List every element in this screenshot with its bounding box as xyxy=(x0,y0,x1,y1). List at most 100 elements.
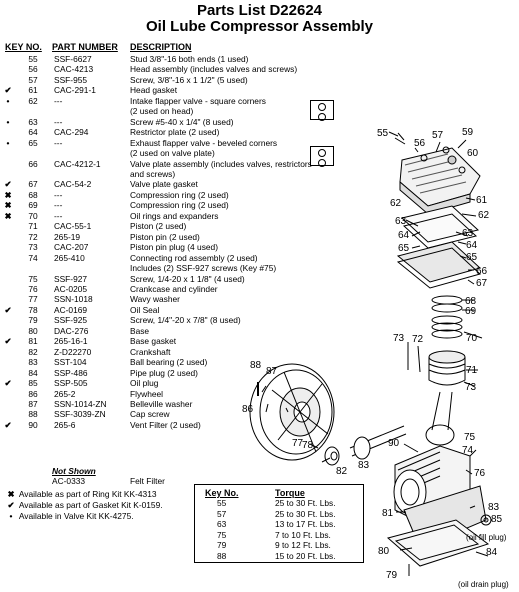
table-row: ✖69---Compression ring (2 used) xyxy=(2,200,320,210)
part-number-cell: SSF-925 xyxy=(54,315,88,326)
key-no-cell: 85 xyxy=(28,378,38,389)
part-number-cell xyxy=(52,106,130,116)
marker-icon xyxy=(2,169,14,179)
header-part-number: PART NUMBER xyxy=(52,42,118,52)
label-oil-drain: (oil drain plug) xyxy=(458,580,509,589)
description-cell: Base xyxy=(130,325,150,336)
part-number-cell xyxy=(52,148,130,158)
key-no-cell: 74 xyxy=(28,252,38,263)
description-cell: Cap screw xyxy=(130,409,170,420)
marker-icon xyxy=(2,106,14,116)
label-83: 83 xyxy=(488,502,500,513)
label-62b: 62 xyxy=(478,210,490,221)
description-cell: Oil plug xyxy=(130,378,159,389)
marker-icon xyxy=(2,75,14,85)
label-61: 61 xyxy=(476,195,488,206)
label-90: 90 xyxy=(388,438,400,449)
description-cell: Valve plate gasket xyxy=(130,179,198,190)
label-57: 57 xyxy=(432,130,444,141)
key-no-cell: 78 xyxy=(28,304,38,315)
page-title: Parts List D22624 xyxy=(196,2,323,19)
label-71: 71 xyxy=(466,365,478,376)
not-shown-part: AC-0333 xyxy=(52,476,86,486)
key-no-cell: 86 xyxy=(28,388,38,399)
marker-icon xyxy=(2,242,14,252)
marker-icon xyxy=(2,253,14,263)
legend-gasket-kit: ✔ Available as part of Gasket Kit K-0159… xyxy=(5,500,163,510)
marker-icon xyxy=(2,368,14,378)
key-no-cell: 90 xyxy=(28,419,38,430)
label-80: 80 xyxy=(378,546,390,557)
label-73b: 73 xyxy=(465,382,477,393)
label-62a: 62 xyxy=(390,198,402,209)
key-no-cell: 81 xyxy=(28,336,38,347)
legend-valve-kit: • Available in Valve Kit KK-4275. xyxy=(5,511,134,521)
part-number-cell: SSN-1014-ZN xyxy=(54,398,107,409)
label-59: 59 xyxy=(462,127,474,138)
description-cell: Piston pin (2 used) xyxy=(130,231,200,242)
bullet-icon: • xyxy=(9,511,13,521)
part-number-cell: SSF-6627 xyxy=(54,54,92,64)
table-row: •65---Exhaust flapper valve - beveled co… xyxy=(2,138,320,148)
key-no-cell xyxy=(14,263,52,273)
marker-icon: ✖ xyxy=(4,189,12,200)
part-number-cell: 265-2 xyxy=(54,388,76,399)
not-shown-desc: Felt Filter xyxy=(130,476,165,486)
description-cell: Head assembly (includes valves and screw… xyxy=(130,64,298,75)
part-number-cell: SSF-927 xyxy=(54,273,88,284)
part-number-cell: 265-6 xyxy=(54,419,76,430)
description-cell: Crankshaft xyxy=(130,346,171,357)
marker-icon xyxy=(2,389,14,399)
label-72: 72 xyxy=(412,334,424,345)
part-number-cell: SST-104 xyxy=(54,357,87,368)
part-number-cell xyxy=(52,263,130,273)
label-56: 56 xyxy=(414,138,426,149)
part-number-cell: AC-0169 xyxy=(54,304,88,315)
marker-icon: ✔ xyxy=(4,85,12,96)
torque-value: 7 to 10 Ft. Lbs. xyxy=(275,529,331,540)
label-oil-fill: (oil fill plug) xyxy=(466,533,507,542)
label-64b: 64 xyxy=(466,240,478,251)
legend-text: Available as part of Gasket Kit K-0159. xyxy=(18,500,163,510)
part-number-cell: 265-19 xyxy=(54,231,81,242)
torque-key: 55 xyxy=(217,498,227,508)
key-no-cell: 62 xyxy=(28,95,38,106)
marker-icon: ✔ xyxy=(4,304,12,315)
label-76: 76 xyxy=(474,468,486,479)
description-cell: (2 used on valve plate) xyxy=(130,148,215,159)
key-no-cell: 77 xyxy=(28,294,38,305)
label-67: 67 xyxy=(476,278,488,289)
valve-indicator-65 xyxy=(310,146,334,167)
key-no-cell: 56 xyxy=(28,64,38,75)
part-number-cell: 265-16-1 xyxy=(54,336,88,347)
table-row: •63---Screw #5-40 x 1/4" (8 used) xyxy=(2,117,320,127)
label-73a: 73 xyxy=(393,333,405,344)
label-68: 68 xyxy=(465,296,477,307)
label-78: 78 xyxy=(302,440,314,451)
marker-icon xyxy=(2,294,14,304)
table-row: and screws) xyxy=(2,169,320,179)
label-65b: 65 xyxy=(466,252,478,263)
marker-icon xyxy=(2,399,14,409)
part-number-cell: CAC-207 xyxy=(54,242,89,253)
marker-icon xyxy=(2,127,14,137)
